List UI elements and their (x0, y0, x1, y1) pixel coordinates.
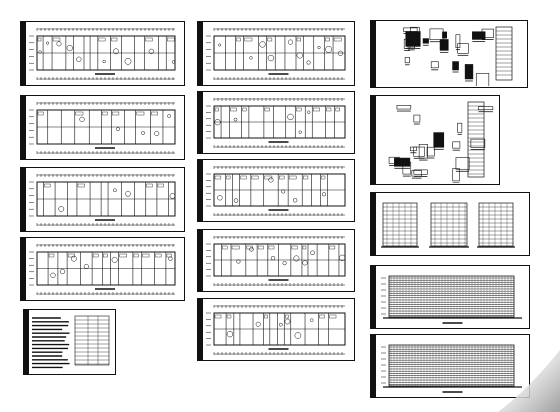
elevations-sheet (370, 192, 530, 256)
floor-plan-drawing (29, 174, 176, 226)
details-drawing (388, 101, 494, 183)
floor-plan-drawing (29, 28, 176, 80)
floor-plan-sheet-1 (20, 21, 185, 86)
floor-plan-sheet-3 (20, 167, 185, 232)
floor-plan-sheet-5 (197, 21, 355, 86)
floor-plan-sheet-8 (197, 229, 355, 292)
floor-plan-drawing (206, 305, 346, 355)
elevation-drawing (381, 275, 522, 324)
elevation-sheet-1 (370, 265, 530, 329)
floor-plan-sheet-7 (197, 159, 355, 222)
floor-plan-drawing (29, 244, 176, 295)
floor-plan-sheet-9 (197, 298, 355, 361)
floor-plan-sheet-2 (20, 95, 185, 160)
floor-plan-drawing (206, 98, 346, 148)
elevation-drawing (381, 344, 522, 393)
floor-plan-drawing (206, 236, 346, 286)
elevation-sheet-2 (370, 334, 530, 398)
details-sheet-2 (370, 95, 500, 185)
floor-plan-drawing (29, 102, 176, 154)
floor-plan-drawing (206, 28, 346, 80)
details-sheet-1 (370, 20, 528, 88)
notes-table-sheet (23, 309, 116, 375)
notes-table-drawing (32, 315, 110, 369)
floor-plan-sheet-4 (20, 237, 185, 301)
floor-plan-sheet-6 (197, 91, 355, 154)
details-drawing (403, 26, 513, 86)
elevations-drawing (381, 202, 515, 248)
floor-plan-drawing (206, 166, 346, 216)
page-curl-shadow (498, 350, 560, 412)
